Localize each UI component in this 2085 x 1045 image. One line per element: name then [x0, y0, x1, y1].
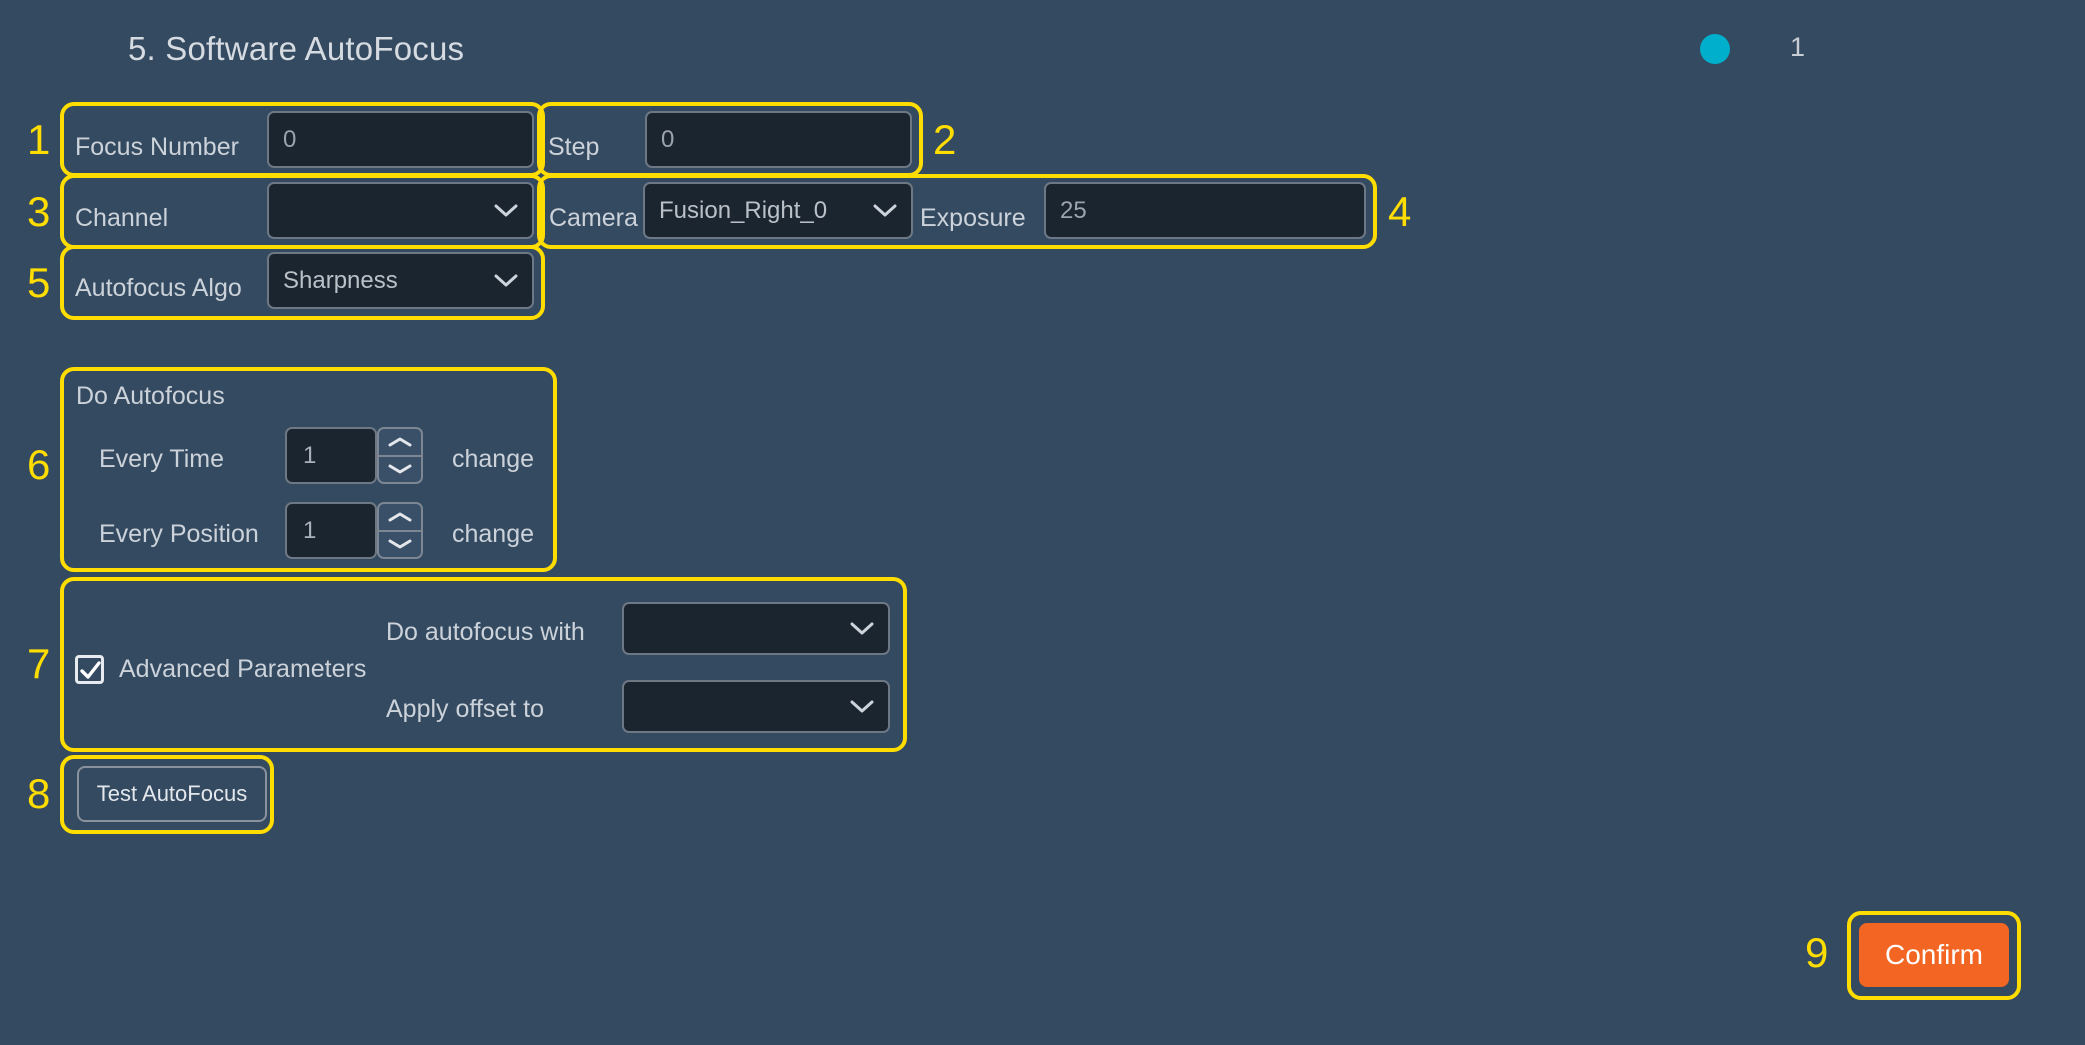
chevron-down-icon [873, 204, 897, 218]
every-time-stepper-up[interactable] [379, 429, 421, 455]
chevron-up-icon [387, 436, 413, 448]
every-time-label: Every Time [99, 445, 225, 473]
exposure-input[interactable]: 25 [1044, 182, 1366, 239]
chevron-up-icon [387, 511, 413, 523]
test-autofocus-button[interactable]: Test AutoFocus [77, 766, 267, 822]
every-time-stepper-down[interactable] [379, 454, 421, 483]
every-position-stepper-down[interactable] [379, 529, 421, 558]
annotation-number-3: 3 [27, 188, 51, 235]
step-input[interactable]: 0 [645, 111, 912, 168]
do-autofocus-with-label: Do autofocus with [386, 618, 585, 646]
channel-label: Channel [75, 204, 169, 232]
status-count-label: 1 [1790, 32, 1806, 62]
camera-select-value: Fusion_Right_0 [659, 196, 828, 224]
chevron-down-icon [850, 700, 874, 714]
every-time-stepper[interactable] [377, 427, 423, 484]
autofocus-algo-select[interactable]: Sharpness [267, 252, 534, 309]
every-position-input[interactable]: 1 [285, 502, 377, 559]
check-icon [80, 661, 101, 679]
every-time-input[interactable]: 1 [285, 427, 377, 484]
do-autofocus-with-select[interactable] [622, 602, 890, 655]
annotation-number-9: 9 [1805, 929, 1829, 976]
focus-number-label: Focus Number [75, 133, 239, 161]
apply-offset-to-label: Apply offset to [386, 695, 544, 723]
status-indicator-dot [1700, 34, 1730, 64]
camera-label: Camera [549, 204, 638, 232]
advanced-parameters-checkbox[interactable] [75, 655, 104, 684]
advanced-parameters-label: Advanced Parameters [119, 655, 367, 683]
every-position-stepper-up[interactable] [379, 504, 421, 530]
every-position-suffix: change [452, 520, 535, 548]
focus-number-input[interactable]: 0 [267, 111, 534, 168]
autofocus-algo-label: Autofocus Algo [75, 274, 242, 302]
step-label: Step [548, 133, 600, 161]
page-title: 5. Software AutoFocus [128, 30, 465, 67]
exposure-label: Exposure [920, 204, 1026, 232]
every-time-suffix: change [452, 445, 535, 473]
camera-select[interactable]: Fusion_Right_0 [643, 182, 913, 239]
confirm-button[interactable]: Confirm [1859, 923, 2009, 987]
annotation-number-6: 6 [27, 441, 51, 488]
channel-select[interactable] [267, 182, 534, 239]
chevron-down-icon [494, 274, 518, 288]
every-position-stepper[interactable] [377, 502, 423, 559]
annotation-number-4: 4 [1388, 188, 1412, 235]
annotation-number-1: 1 [27, 116, 51, 163]
annotation-number-8: 8 [27, 770, 51, 817]
chevron-down-icon [494, 204, 518, 218]
annotation-number-7: 7 [27, 640, 51, 687]
apply-offset-to-select[interactable] [622, 680, 890, 733]
autofocus-algo-value: Sharpness [283, 266, 398, 294]
chevron-down-icon [387, 538, 413, 550]
chevron-down-icon [850, 622, 874, 636]
annotation-number-5: 5 [27, 259, 51, 306]
do-autofocus-title: Do Autofocus [76, 382, 225, 410]
chevron-down-icon [387, 463, 413, 475]
annotation-number-2: 2 [933, 116, 957, 163]
every-position-label: Every Position [99, 520, 259, 548]
